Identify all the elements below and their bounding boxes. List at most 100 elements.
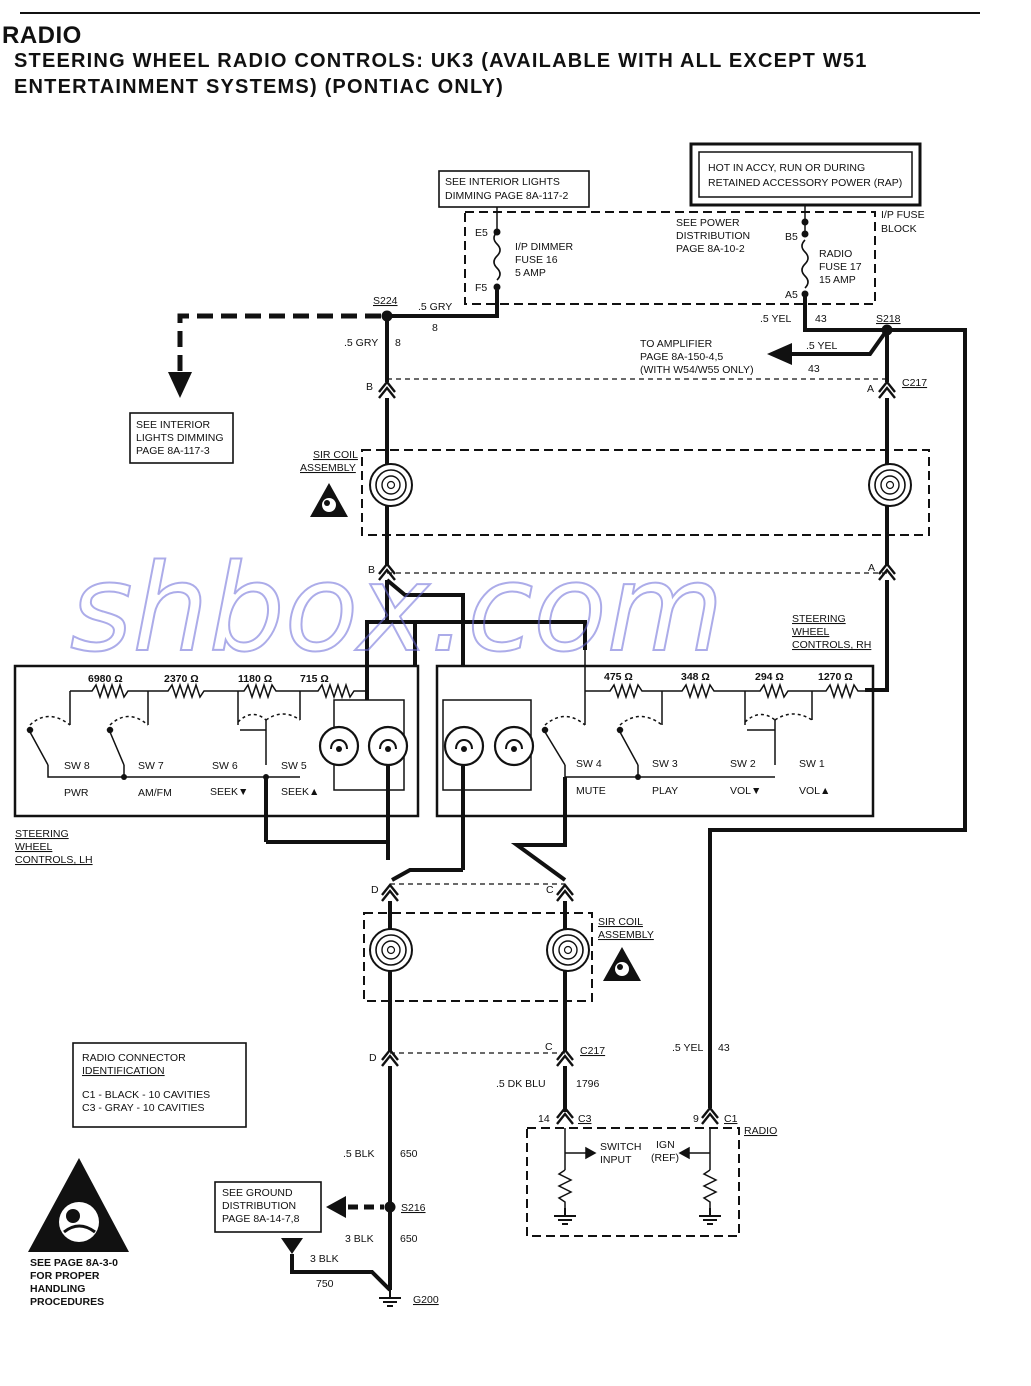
radio-switch-2: INPUT bbox=[600, 1154, 632, 1166]
pin-d-bot: D bbox=[369, 1052, 377, 1064]
svg-text:6980 Ω: 6980 Ω bbox=[88, 673, 123, 685]
fuse-block-label-2: BLOCK bbox=[881, 223, 917, 235]
page-title-line-1: STEERING WHEEL RADIO CONTROLS: UK3 (AVAI… bbox=[14, 50, 868, 72]
svg-text:AM/FM: AM/FM bbox=[138, 787, 172, 799]
svg-text:PWR: PWR bbox=[64, 787, 89, 799]
svg-text:SW 7: SW 7 bbox=[138, 760, 164, 772]
radio-fuse-3: 15 AMP bbox=[819, 274, 856, 286]
splice-s224-label: S224 bbox=[373, 295, 398, 307]
wire-gry-left: .5 GRY bbox=[344, 337, 378, 349]
pin-a-mid: A bbox=[868, 562, 875, 574]
connector-c217-bottom: C217 bbox=[580, 1045, 605, 1057]
svg-text:348 Ω: 348 Ω bbox=[681, 671, 710, 683]
controls-lh-label-3: CONTROLS, LH bbox=[15, 854, 93, 866]
wire-blk-2-num: 650 bbox=[400, 1233, 418, 1245]
amp-label-1: TO AMPLIFIER bbox=[640, 338, 713, 350]
svg-text:SEEK▲: SEEK▲ bbox=[281, 786, 319, 798]
wire-yel-top-num: 43 bbox=[815, 313, 827, 325]
warning-line-3: HANDLING bbox=[30, 1283, 85, 1295]
radio-conn-4: C3 - GRAY - 10 CAVITIES bbox=[82, 1102, 205, 1114]
svg-text:1270 Ω: 1270 Ω bbox=[818, 671, 853, 683]
wire-blk-1-num: 650 bbox=[400, 1148, 418, 1160]
see-power-1: SEE POWER bbox=[676, 217, 740, 229]
svg-text:SW 6: SW 6 bbox=[212, 760, 238, 772]
see-interior-left-box bbox=[129, 412, 234, 464]
airbag-warning-icon bbox=[310, 483, 348, 517]
ground-g200: G200 bbox=[413, 1294, 439, 1306]
radio-ign-2: (REF) bbox=[651, 1152, 679, 1164]
pin-f5: F5 bbox=[475, 282, 487, 294]
svg-text:MUTE: MUTE bbox=[576, 785, 606, 797]
svg-text:715 Ω: 715 Ω bbox=[300, 673, 329, 685]
svg-text:1180 Ω: 1180 Ω bbox=[238, 673, 272, 685]
sir-coil-top-2: ASSEMBLY bbox=[300, 462, 356, 474]
svg-text:2370 Ω: 2370 Ω bbox=[164, 673, 199, 685]
airbag-warning-icon bbox=[603, 947, 641, 981]
sir-coil-bottom-2: ASSEMBLY bbox=[598, 929, 654, 941]
wire-blk-1: .5 BLK bbox=[343, 1148, 375, 1160]
warning-line-1: SEE PAGE 8A-3-0 bbox=[30, 1257, 118, 1269]
svg-text:VOL▼: VOL▼ bbox=[730, 785, 761, 797]
svg-text:SW 2: SW 2 bbox=[730, 758, 756, 770]
radio-label: RADIO bbox=[744, 1125, 777, 1137]
wire-gry-left-num: 8 bbox=[395, 337, 401, 349]
hot-box bbox=[689, 142, 922, 207]
ground-icon bbox=[553, 1207, 577, 1225]
switches-lh: SW 8 SW 7 SW 6 SW 5 bbox=[64, 760, 307, 772]
conn-c1: C1 bbox=[724, 1113, 738, 1125]
hot-label-2: RETAINED ACCESSORY POWER (RAP) bbox=[708, 177, 902, 189]
dimmer-fuse-1: I/P DIMMER bbox=[515, 241, 574, 253]
page-header: RADIO STEERING WHEEL RADIO CONTROLS: UK3… bbox=[0, 0, 1031, 100]
ground-icon bbox=[378, 1289, 402, 1307]
svg-text:294 Ω: 294 Ω bbox=[755, 671, 784, 683]
radio-unit bbox=[526, 1127, 740, 1237]
pin-c1: 9 bbox=[693, 1113, 699, 1125]
connector-c217-top: C217 bbox=[902, 377, 927, 389]
pin-a-top: A bbox=[867, 383, 874, 395]
controls-lh-label-2: WHEEL bbox=[15, 841, 53, 853]
controls-rh-label-2: WHEEL bbox=[792, 626, 830, 638]
lamp-icon bbox=[443, 725, 485, 767]
sir-coil-bottom bbox=[363, 912, 593, 1002]
svg-text:SW 5: SW 5 bbox=[281, 760, 307, 772]
amp-label-2: PAGE 8A-150-4,5 bbox=[640, 351, 723, 363]
functions-rh: MUTE PLAY VOL▼ VOL▲ bbox=[576, 785, 830, 797]
see-interior-left-2: LIGHTS DIMMING bbox=[136, 432, 224, 444]
page-title-line-2: ENTERTAINMENT SYSTEMS) (PONTIAC ONLY) bbox=[14, 76, 504, 98]
switches-rh: SW 4 SW 3 SW 2 SW 1 bbox=[576, 758, 825, 770]
pin-c-mid: C bbox=[546, 884, 554, 896]
amp-label-3: (WITH W54/W55 ONLY) bbox=[640, 364, 754, 376]
splice-s216 bbox=[384, 1201, 396, 1213]
wire-yel-top: .5 YEL bbox=[760, 313, 791, 325]
lamp-icon bbox=[367, 725, 409, 767]
dimmer-fuse-2: FUSE 16 bbox=[515, 254, 558, 266]
wire-dkblu-num: 1796 bbox=[576, 1078, 600, 1090]
wire-gry-top: .5 GRY bbox=[418, 301, 452, 313]
see-ground-3: PAGE 8A-14-7,8 bbox=[222, 1213, 300, 1225]
wire-blk-2: 3 BLK bbox=[345, 1233, 374, 1245]
svg-text:SW 8: SW 8 bbox=[64, 760, 90, 772]
pin-d-mid: D bbox=[371, 884, 379, 896]
dimmer-fuse-3: 5 AMP bbox=[515, 267, 546, 279]
wire-yel-amp-num: 43 bbox=[808, 363, 820, 375]
pin-c-bot: C bbox=[545, 1041, 553, 1053]
see-power-3: PAGE 8A-10-2 bbox=[676, 243, 745, 255]
pin-a5: A5 bbox=[785, 289, 798, 301]
svg-text:SEEK▼: SEEK▼ bbox=[210, 786, 248, 798]
pin-b5: B5 bbox=[785, 231, 798, 243]
radio-conn-1: RADIO CONNECTOR bbox=[82, 1052, 186, 1064]
conn-c3: C3 bbox=[578, 1113, 592, 1125]
pin-e5: E5 bbox=[475, 227, 488, 239]
see-ground-box bbox=[214, 1181, 322, 1233]
resistors-rh: 475 Ω 348 Ω 294 Ω 1270 Ω bbox=[604, 671, 853, 683]
watermark: shbox.com bbox=[70, 540, 724, 679]
lamp-icon bbox=[493, 725, 535, 767]
radio-connector-id-box bbox=[72, 1042, 247, 1128]
warning-line-4: PROCEDURES bbox=[30, 1296, 104, 1308]
pin-c3: 14 bbox=[538, 1113, 550, 1125]
sir-coil-bottom-1: SIR COIL bbox=[598, 916, 643, 928]
svg-text:SW 4: SW 4 bbox=[576, 758, 602, 770]
wire-yel-amp: .5 YEL bbox=[806, 340, 837, 352]
see-power-2: DISTRIBUTION bbox=[676, 230, 750, 242]
